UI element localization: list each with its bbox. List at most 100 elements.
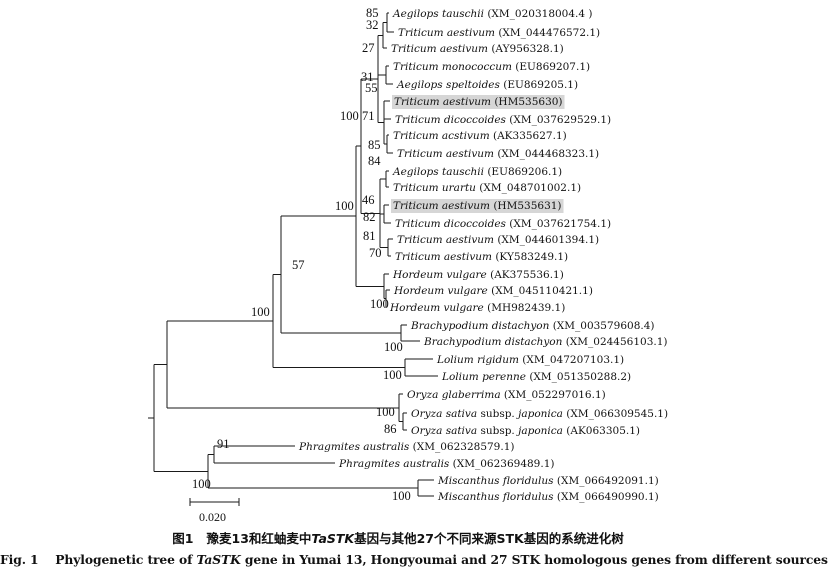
taxon-accession: (XM_066490990.1) bbox=[554, 491, 659, 503]
taxon-species: Triticum aestivum bbox=[398, 27, 495, 39]
taxon-species: Aegilops speltoides bbox=[396, 79, 501, 91]
bootstrap-value: 100 bbox=[383, 368, 402, 382]
taxon-accession: (XM_066492091.1) bbox=[554, 475, 659, 487]
taxon-species: Brachypodium distachyon bbox=[423, 336, 563, 348]
taxon-species: Triticum acstivum bbox=[393, 130, 490, 142]
caption-en-prefix: Fig. 1 Phylogenetic tree of bbox=[0, 552, 197, 567]
taxon-species: Aegilops tauschii bbox=[392, 8, 484, 20]
taxon-label: Triticum dicoccoides (XM_037629529.1) bbox=[395, 114, 611, 126]
bootstrap-value: 81 bbox=[363, 229, 376, 243]
bootstrap-value: 31 bbox=[361, 70, 374, 84]
taxon-label: Triticum aestivum (XM_044476572.1) bbox=[398, 27, 600, 39]
taxon-accession: (XM_044476572.1) bbox=[495, 27, 600, 39]
taxon-species: Lolium rigidum bbox=[436, 354, 519, 366]
taxon-accession: (AY956328.1) bbox=[488, 43, 564, 55]
caption-en-gene: TaSTK bbox=[196, 552, 241, 567]
taxon-label: Hordeum vulgare (AK375536.1) bbox=[392, 269, 564, 281]
taxon-label: Phragmites australis (XM_062328579.1) bbox=[298, 441, 514, 453]
taxon-label: Brachypodium distachyon (XM_024456103.1) bbox=[423, 336, 668, 348]
taxon-accession: (EU869207.1) bbox=[512, 61, 590, 73]
taxon-label: Triticum aestivum (XM_044601394.1) bbox=[397, 234, 599, 246]
taxon-label: Hordeum vulgare (MH982439.1) bbox=[389, 302, 565, 314]
caption-en-suffix: gene in Yumai 13, Hongyoumai and 27 STK … bbox=[240, 552, 828, 567]
taxon-highlights bbox=[391, 95, 565, 213]
taxon-species: Miscanthus floridulus bbox=[437, 475, 554, 487]
taxon-species: Triticum aestivum bbox=[391, 43, 488, 55]
taxon-species: Phragmites australis bbox=[298, 441, 410, 453]
bootstrap-value: 55 bbox=[365, 81, 378, 95]
taxon-accession: (KY583249.1) bbox=[492, 251, 568, 263]
taxon-accession: (XM_066309545.1) bbox=[563, 408, 668, 420]
taxon-label: Triticum aestivum (HM535631) bbox=[393, 200, 562, 212]
taxon-accession: (AK063305.1) bbox=[563, 425, 640, 437]
taxon-species: Oryza sativa bbox=[411, 408, 477, 420]
taxon-highlight bbox=[391, 199, 564, 213]
taxon-species: Lolium perenne bbox=[441, 371, 526, 383]
taxon-accession: (XM_062328579.1) bbox=[409, 441, 514, 453]
figure-caption-chinese: 图1 豫麦13和红蚰麦中TaSTK基因与其他27个不同来源STK基因的系统进化树 bbox=[0, 528, 796, 547]
taxon-subsp: subsp. bbox=[477, 408, 518, 420]
bootstrap-value: 100 bbox=[340, 109, 359, 123]
bootstrap-value: 70 bbox=[369, 246, 382, 260]
bootstrap-value: 100 bbox=[192, 477, 211, 491]
taxon-label: Aegilops tauschii (EU869206.1) bbox=[392, 166, 562, 178]
taxon-label: Aegilops tauschii (XM_020318004.4 ) bbox=[392, 8, 593, 20]
taxon-label: Aegilops speltoides (EU869205.1) bbox=[396, 79, 578, 91]
taxon-species: Brachypodium distachyon bbox=[410, 320, 550, 332]
taxon-species: Aegilops tauschii bbox=[392, 166, 484, 178]
taxon-species: Hordeum vulgare bbox=[393, 285, 488, 297]
bootstrap-value: 71 bbox=[362, 109, 375, 123]
taxon-species: Hordeum vulgare bbox=[389, 302, 484, 314]
taxon-accession: (XM_051350288.2) bbox=[526, 371, 631, 383]
taxon-accession: (XM_048701002.1) bbox=[476, 182, 581, 194]
bootstrap-value: 91 bbox=[217, 437, 230, 451]
taxon-label: Triticum urartu (XM_048701002.1) bbox=[393, 182, 581, 194]
taxon-accession: (XM_047207103.1) bbox=[519, 354, 624, 366]
bootstrap-value: 46 bbox=[362, 193, 375, 207]
taxon-accession: (AK335627.1) bbox=[490, 130, 567, 142]
taxon-accession: (XM_037621754.1) bbox=[506, 218, 611, 230]
taxon-accession: (XM_052297016.1) bbox=[501, 389, 606, 401]
taxon-label: Triticum aestivum (XM_044468323.1) bbox=[397, 148, 599, 160]
bootstrap-value: 100 bbox=[370, 297, 389, 311]
taxon-accession: (XM_045110421.1) bbox=[488, 285, 593, 297]
bootstrap-value: 57 bbox=[292, 258, 305, 272]
taxon-label: Miscanthus floridulus (XM_066492091.1) bbox=[437, 475, 659, 487]
taxon-label: Hordeum vulgare (XM_045110421.1) bbox=[393, 285, 593, 297]
taxon-label: Oryza sativa subsp. japonica (XM_0663095… bbox=[411, 408, 668, 420]
bootstrap-value: 27 bbox=[362, 41, 375, 55]
taxon-label: Phragmites australis (XM_062369489.1) bbox=[338, 458, 554, 470]
taxon-label: Lolium perenne (XM_051350288.2) bbox=[441, 371, 631, 383]
taxon-accession: (XM_044601394.1) bbox=[494, 234, 599, 246]
taxon-label: Triticum acstivum (AK335627.1) bbox=[393, 130, 567, 142]
taxon-accession: (HM535630) bbox=[491, 96, 563, 108]
taxon-species: Oryza sativa bbox=[411, 425, 477, 437]
taxon-species: Hordeum vulgare bbox=[392, 269, 487, 281]
taxon-species: Triticum aestivum bbox=[393, 200, 490, 212]
taxon-species: Triticum aestivum bbox=[395, 251, 492, 263]
taxon-species: Triticum aestivum bbox=[397, 234, 494, 246]
taxon-label: Triticum aestivum (HM535630) bbox=[394, 96, 563, 108]
taxon-accession: (EU869206.1) bbox=[484, 166, 562, 178]
taxon-label: Triticum dicoccoides (XM_037621754.1) bbox=[395, 218, 611, 230]
bootstrap-value: 100 bbox=[376, 405, 395, 419]
phylogenetic-tree: Aegilops tauschii (XM_020318004.4 ) Triti… bbox=[148, 6, 668, 524]
taxon-accession: (XM_003579608.4) bbox=[549, 320, 654, 332]
taxon-species: Triticum dicoccoides bbox=[395, 114, 507, 126]
taxon-accession: (HM535631) bbox=[490, 200, 562, 212]
taxon-species: Triticum urartu bbox=[393, 182, 476, 194]
taxon-label: Oryza sativa subsp. japonica (AK063305.1… bbox=[411, 425, 640, 437]
taxon-subspecies-name: japonica bbox=[516, 425, 563, 437]
taxon-species: Oryza glaberrima bbox=[407, 389, 501, 401]
bootstrap-value: 100 bbox=[251, 305, 270, 319]
taxon-accession: (XM_044468323.1) bbox=[494, 148, 599, 160]
bootstrap-value: 100 bbox=[335, 199, 354, 213]
bootstrap-value: 100 bbox=[384, 340, 403, 354]
taxon-species: Miscanthus floridulus bbox=[437, 491, 554, 503]
scale-bar: 0.020 bbox=[189, 498, 240, 524]
taxon-subspecies-name: japonica bbox=[516, 408, 563, 420]
caption-cn-prefix: 图1 豫麦13和红蚰麦中 bbox=[172, 531, 312, 546]
taxon-label: Miscanthus floridulus (XM_066490990.1) bbox=[437, 491, 659, 503]
bootstrap-value: 86 bbox=[384, 422, 397, 436]
